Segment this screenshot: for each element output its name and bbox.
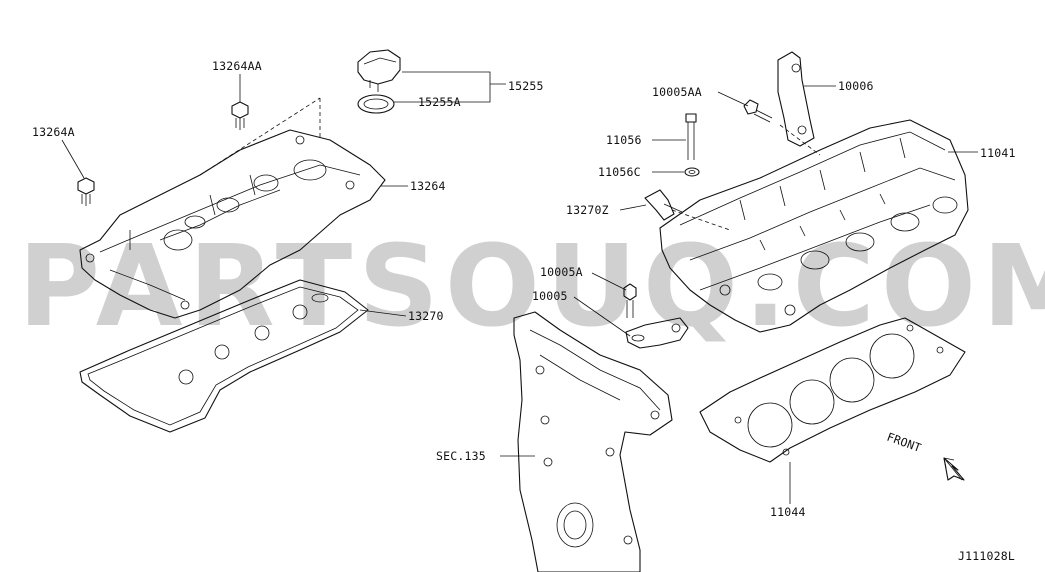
bolt-13264A[interactable]: [77, 177, 95, 206]
label-10006[interactable]: 10006: [838, 79, 874, 93]
label-10005[interactable]: 10005: [532, 289, 568, 303]
oil-filler-cap-15255[interactable]: [357, 49, 401, 92]
label-11056[interactable]: 11056: [606, 133, 642, 147]
label-11044[interactable]: 11044: [770, 505, 806, 519]
label-11041[interactable]: 11041: [980, 146, 1016, 160]
diagram-code: J111028L: [958, 549, 1015, 563]
assembly-line-sensor: [671, 209, 731, 231]
engine-lifter-10006[interactable]: [777, 51, 815, 147]
cylinder-head-11041[interactable]: [659, 119, 969, 333]
label-13264[interactable]: 13264: [410, 179, 446, 193]
washer-11056C[interactable]: [684, 167, 700, 177]
label-11056C[interactable]: 11056C: [598, 165, 641, 179]
label-10005A[interactable]: 10005A: [540, 265, 583, 279]
timing-cover-sec135[interactable]: [513, 311, 673, 572]
front-arrow-icon: [943, 457, 965, 481]
label-13270Z[interactable]: 13270Z: [566, 203, 609, 217]
label-13270[interactable]: 13270: [408, 309, 444, 323]
bolt-11056[interactable]: [685, 113, 697, 160]
label-15255A[interactable]: 15255A: [418, 95, 461, 109]
assembly-line-cap: [199, 97, 321, 176]
label-sec135[interactable]: SEC.135: [436, 449, 486, 463]
oil-cap-seal-15255A[interactable]: [357, 94, 395, 114]
front-label: FRONT: [885, 430, 923, 455]
lifter-bracket-10005[interactable]: [625, 317, 689, 349]
seal-13270Z[interactable]: [644, 189, 683, 221]
label-13264AA[interactable]: 13264AA: [212, 59, 262, 73]
bolt-10005AA[interactable]: [743, 99, 773, 123]
label-15255[interactable]: 15255: [508, 79, 544, 93]
label-13264A[interactable]: 13264A: [32, 125, 75, 139]
cylinder-head-gasket-11044[interactable]: [699, 317, 966, 463]
bolt-10005A[interactable]: [623, 283, 637, 318]
bolt-13264AA[interactable]: [231, 101, 249, 130]
rocker-cover-gasket-13270[interactable]: [79, 279, 369, 433]
rocker-cover-13264[interactable]: [79, 129, 386, 319]
leader-lines: [61, 71, 978, 504]
label-10005AA[interactable]: 10005AA: [652, 85, 702, 99]
